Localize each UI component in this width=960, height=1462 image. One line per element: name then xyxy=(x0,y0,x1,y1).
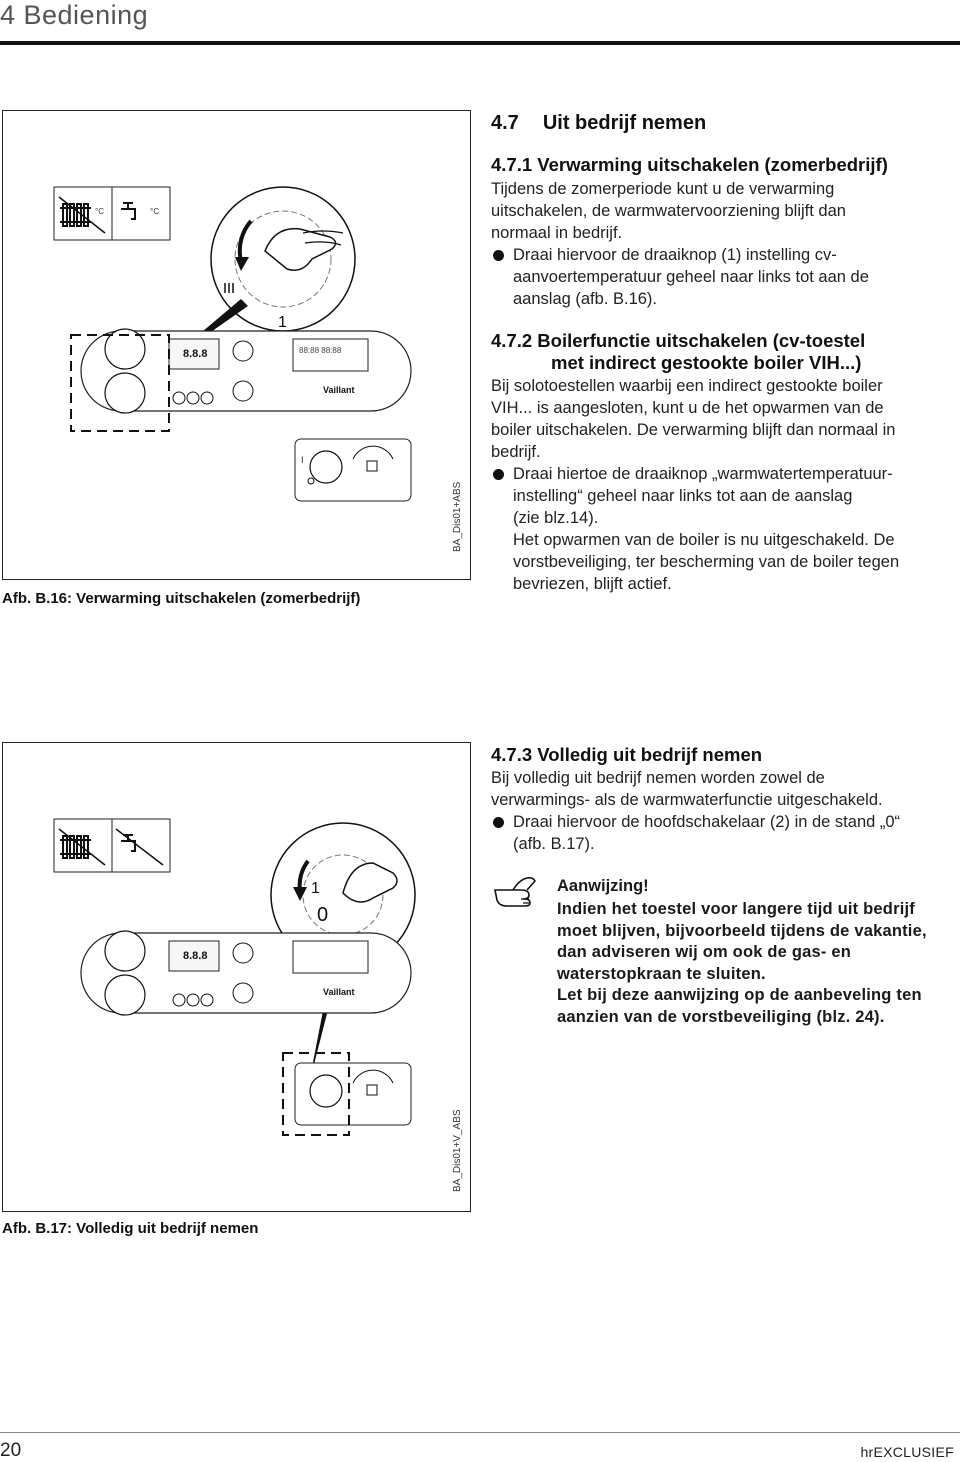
svg-text:°C: °C xyxy=(95,207,104,216)
timer-display xyxy=(292,338,369,372)
text-line: aanzien van de vorstbeveiliging (blz. 24… xyxy=(557,1007,885,1026)
text-line: bedrijf. xyxy=(491,443,541,461)
mode-symbols-box: °C °C xyxy=(53,186,171,241)
hand-shape xyxy=(342,862,398,903)
section-4-7-1-bullet: Draai hiervoor de draaiknop (1) instelli… xyxy=(513,244,953,310)
control-panel: 8.8.8 Vaillant xyxy=(80,930,412,1016)
text-line: Draai hiervoor de draaiknop (1) instelli… xyxy=(513,246,837,264)
svg-text:88:88 88:88: 88:88 88:88 xyxy=(299,346,342,355)
section-4-7-1-heading: 4.7.1 Verwarming uitschakelen (zomerbedr… xyxy=(491,154,888,175)
callout-1: 1 xyxy=(278,314,287,331)
text-line: VIH... is aangesloten, kunt u de het opw… xyxy=(491,399,884,417)
text-line: verwarmings- als de warmwaterfunctie uit… xyxy=(491,791,883,809)
svg-text:8.8.8: 8.8.8 xyxy=(183,950,207,962)
text-line: Tijdens de zomerperiode kunt u de verwar… xyxy=(491,180,835,198)
text-line: Let bij deze aanwijzing op de aanbevelin… xyxy=(557,986,922,1004)
section-4-7-label: Uit bedrijf nemen xyxy=(542,112,707,134)
dashed-highlight xyxy=(282,1052,350,1136)
svg-text:°C: °C xyxy=(150,207,159,216)
text-line: (zie blz.14). xyxy=(513,509,599,527)
text-line: vorstbeveiliging, ter bescherming van de… xyxy=(513,553,900,571)
section-4-7-2-heading: 4.7.2 Boilerfunctie uitschakelen (cv-toe… xyxy=(491,330,866,351)
text-line: instelling“ geheel naar links tot aan de… xyxy=(513,487,853,505)
header-rule xyxy=(0,41,960,45)
main-switch-area: I xyxy=(294,438,412,502)
text-line: Bij solotoestellen waarbij een indirect … xyxy=(491,377,883,395)
section-4-7-2-bullet: Draai hiertoe de draaiknop „warmwatertem… xyxy=(513,463,953,595)
pointing-hand-icon xyxy=(493,876,545,915)
section-4-7-2-heading-cont: met indirect gestookte boiler VIH...) xyxy=(551,352,862,373)
radiator-small-icon xyxy=(224,283,234,293)
text-line: Bij volledig uit bedrijf nemen worden zo… xyxy=(491,769,825,787)
callout-0: 0 xyxy=(317,904,328,926)
figure-b16-illustration: °C °C 1 8.8.8 xyxy=(53,186,412,502)
footer-brand: hrEXCLUSIEF xyxy=(860,1444,954,1460)
dashed-highlight xyxy=(70,334,170,432)
section-4-7-3-bullet: Draai hiervoor de hoofdschakelaar (2) in… xyxy=(513,811,953,855)
text-line: waterstopkraan te sluiten. xyxy=(557,964,766,983)
callout-1: 1 xyxy=(311,880,320,897)
control-panel: 8.8.8 88:88 88:88 Vaillant xyxy=(70,328,412,432)
text-line: dan adviseren wij om ook de gas- en xyxy=(557,943,851,961)
svg-text:8.8.8: 8.8.8 xyxy=(183,348,207,360)
text-line: boiler uitschakelen. De verwarming blijf… xyxy=(491,421,896,439)
text-line: bevriezen, blijft actief. xyxy=(513,575,672,593)
text-line: Indien het toestel voor langere tijd uit… xyxy=(557,900,915,918)
section-4-7-3-heading: 4.7.3 Volledig uit bedrijf nemen xyxy=(491,744,763,765)
section-4-7-2-body: Bij solotoestellen waarbij een indirect … xyxy=(491,375,951,463)
page-number: 20 xyxy=(0,1440,22,1461)
heating-knob-zoom xyxy=(210,186,356,332)
brand-logo: Vaillant xyxy=(323,987,355,997)
note-label: Aanwijzing! xyxy=(557,877,649,895)
text-line: uitschakelen, de warmwatervoorziening bl… xyxy=(491,202,846,220)
tap-icon xyxy=(121,202,136,220)
display xyxy=(168,338,220,370)
dhw-knob xyxy=(104,328,146,370)
section-4-7-number: 4.7 xyxy=(491,112,519,134)
footer-rule xyxy=(0,1432,960,1433)
text-line: moet blijven, bijvoorbeeld tijdens de va… xyxy=(557,921,927,940)
figure-b17: 1 0 2 8.8.8 Vaillant xyxy=(2,742,471,1212)
text-line: normaal in bedrijf. xyxy=(491,224,623,242)
text-line: Het opwarmen van de boiler is nu uitgesc… xyxy=(513,531,895,549)
text-line: Draai hiertoe de draaiknop „warmwatertem… xyxy=(513,465,893,483)
section-4-7-3-body: Bij volledig uit bedrijf nemen worden zo… xyxy=(491,767,951,811)
heating-knob xyxy=(104,372,146,414)
text-line: (afb. B.17). xyxy=(513,835,595,853)
chapter-title: 4 Bediening xyxy=(0,0,149,30)
mode-symbols-box xyxy=(53,818,171,873)
figure-b17-code: BA_Dis01+V_ABS xyxy=(452,1109,463,1192)
text-line: aanslag (afb. B.16). xyxy=(513,290,658,308)
figure-b16: °C °C 1 8.8.8 xyxy=(2,110,471,580)
figure-b16-caption: Afb. B.16: Verwarming uitschakelen (zome… xyxy=(2,590,361,607)
section-4-7-1-body: Tijdens de zomerperiode kunt u de verwar… xyxy=(491,178,951,244)
main-switch-area xyxy=(282,1052,412,1136)
note-body: Indien het toestel voor langere tijd uit… xyxy=(557,899,957,1028)
bullet-dot xyxy=(493,250,504,261)
section-4-7-title: 4.7 Uit bedrijf nemen xyxy=(491,112,706,135)
svg-text:I: I xyxy=(301,455,304,465)
brand-logo: Vaillant xyxy=(323,385,355,395)
figure-b17-caption: Afb. B.17: Volledig uit bedrijf nemen xyxy=(2,1220,259,1237)
bullet-dot xyxy=(493,817,504,828)
text-line: aanvoertemperatuur geheel naar links tot… xyxy=(513,268,869,286)
figure-b17-illustration: 1 0 2 8.8.8 Vaillant xyxy=(53,818,416,1136)
text-line: Draai hiervoor de hoofdschakelaar (2) in… xyxy=(513,813,901,831)
bullet-dot xyxy=(493,469,504,480)
figure-b16-code: BA_Dis01+ABS xyxy=(452,481,463,552)
cross-out-line xyxy=(58,196,106,234)
